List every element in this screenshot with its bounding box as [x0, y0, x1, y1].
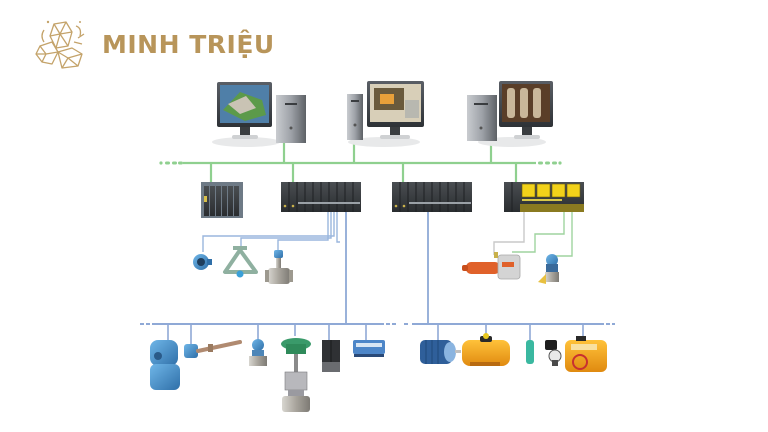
workstation-1[interactable]: [212, 82, 306, 147]
proximity-sensor[interactable]: [526, 340, 534, 364]
control-valve[interactable]: [281, 338, 311, 412]
magnetic-flowmeter[interactable]: [193, 254, 212, 270]
electric-actuator-orange[interactable]: [565, 336, 607, 372]
level-transmitter-blue[interactable]: [150, 340, 180, 390]
field-bus-left-terminators: [140, 323, 396, 325]
pressure-transmitter-left[interactable]: [249, 339, 267, 366]
brand-logo: MINH TRIỆU: [32, 16, 275, 72]
io-controller-3[interactable]: [392, 182, 472, 212]
terminal-block-blue[interactable]: [353, 340, 385, 357]
bus-terminator-right-icon: [538, 161, 562, 165]
temperature-probe[interactable]: [184, 340, 242, 358]
crystal-gem-icon: [35, 20, 85, 69]
io-module-black[interactable]: [322, 340, 340, 372]
brand-name: MINH TRIỆU: [102, 29, 275, 59]
coriolis-flowmeter[interactable]: [223, 246, 258, 278]
workstation-2[interactable]: [347, 81, 424, 147]
field-bus-drop-lines: [345, 212, 429, 324]
io-controller-2[interactable]: [281, 182, 361, 212]
valve-actuator-orange[interactable]: [462, 252, 521, 280]
pressure-transmitter-right[interactable]: [538, 254, 559, 284]
io-rack-compact[interactable]: [201, 182, 243, 218]
hart-wiring-left: [202, 212, 340, 252]
hart-wiring-right: [493, 212, 573, 257]
field-bus-right-drops: [437, 324, 584, 344]
pneumatic-actuator-yellow[interactable]: [462, 333, 510, 366]
io-controller-4-yellow[interactable]: [504, 182, 584, 212]
field-bus-left-drops: [167, 324, 367, 344]
bus-terminator-left-icon: [159, 161, 183, 165]
field-bus-right-terminators: [404, 323, 615, 325]
vortex-flowmeter[interactable]: [265, 250, 293, 284]
electric-motor[interactable]: [420, 340, 461, 364]
valve-positioner[interactable]: [545, 340, 562, 366]
workstation-3[interactable]: [467, 81, 553, 147]
